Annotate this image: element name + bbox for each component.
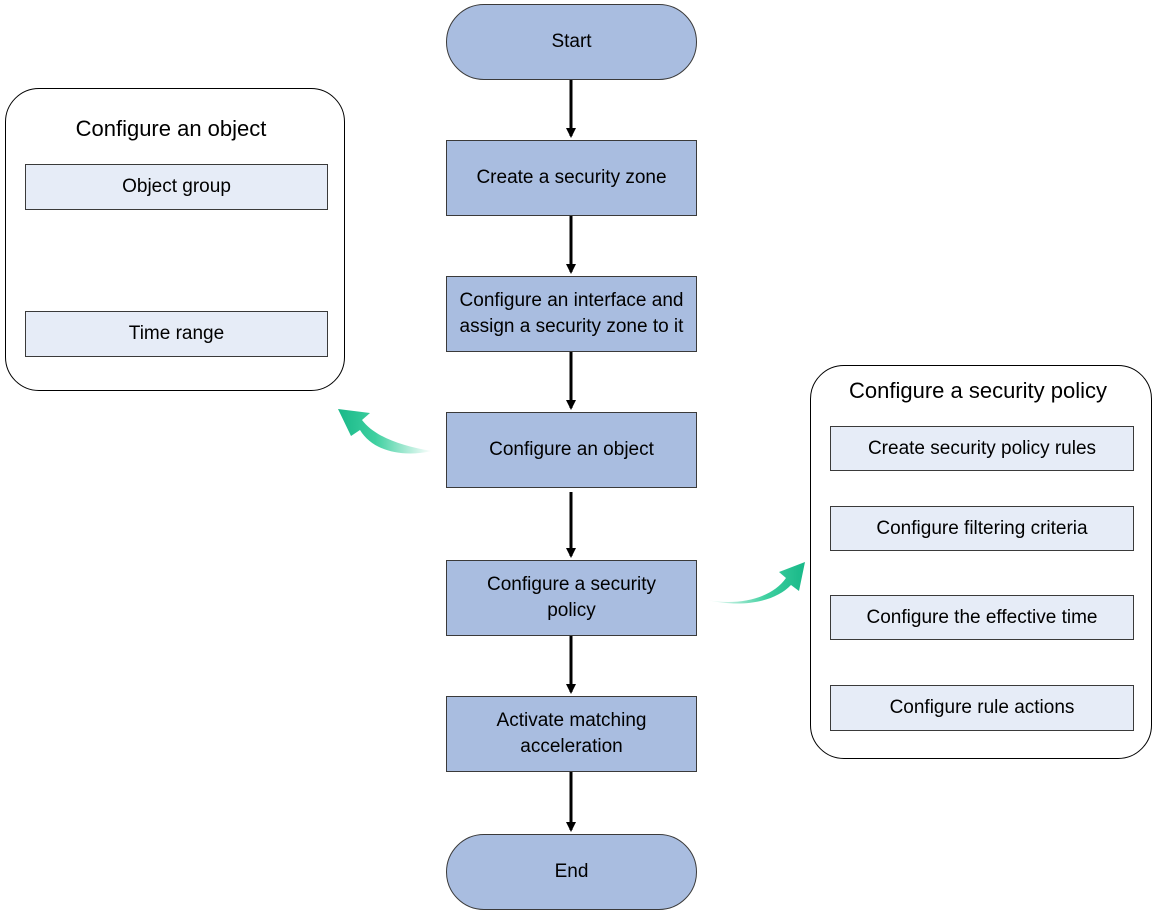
callout-arrow-to-policy-panel [707,562,805,604]
step-configure-security-policy: Configure a security policy [446,560,697,636]
step-activate-matching-acceleration: Activate matching acceleration [446,696,697,772]
policy-step-create-rules: Create security policy rules [830,426,1134,471]
policy-step-rule-actions: Configure rule actions [830,685,1134,731]
end-node: End [446,834,697,910]
start-node: Start [446,4,697,80]
object-panel-title: Configure an object [75,116,267,141]
step-create-security-zone: Create a security zone [446,140,697,216]
policy-step-effective-time: Configure the effective time [830,595,1134,640]
object-group-item: Object group [25,164,328,210]
step-configure-object: Configure an object [446,412,697,488]
step-configure-interface: Configure an interface and assign a secu… [446,276,697,352]
policy-step-filtering-criteria: Configure filtering criteria [830,506,1134,551]
policy-panel-title: Configure a security policy [848,378,1107,403]
time-range-item: Time range [25,311,328,357]
callout-arrow-to-object-panel [338,409,432,454]
